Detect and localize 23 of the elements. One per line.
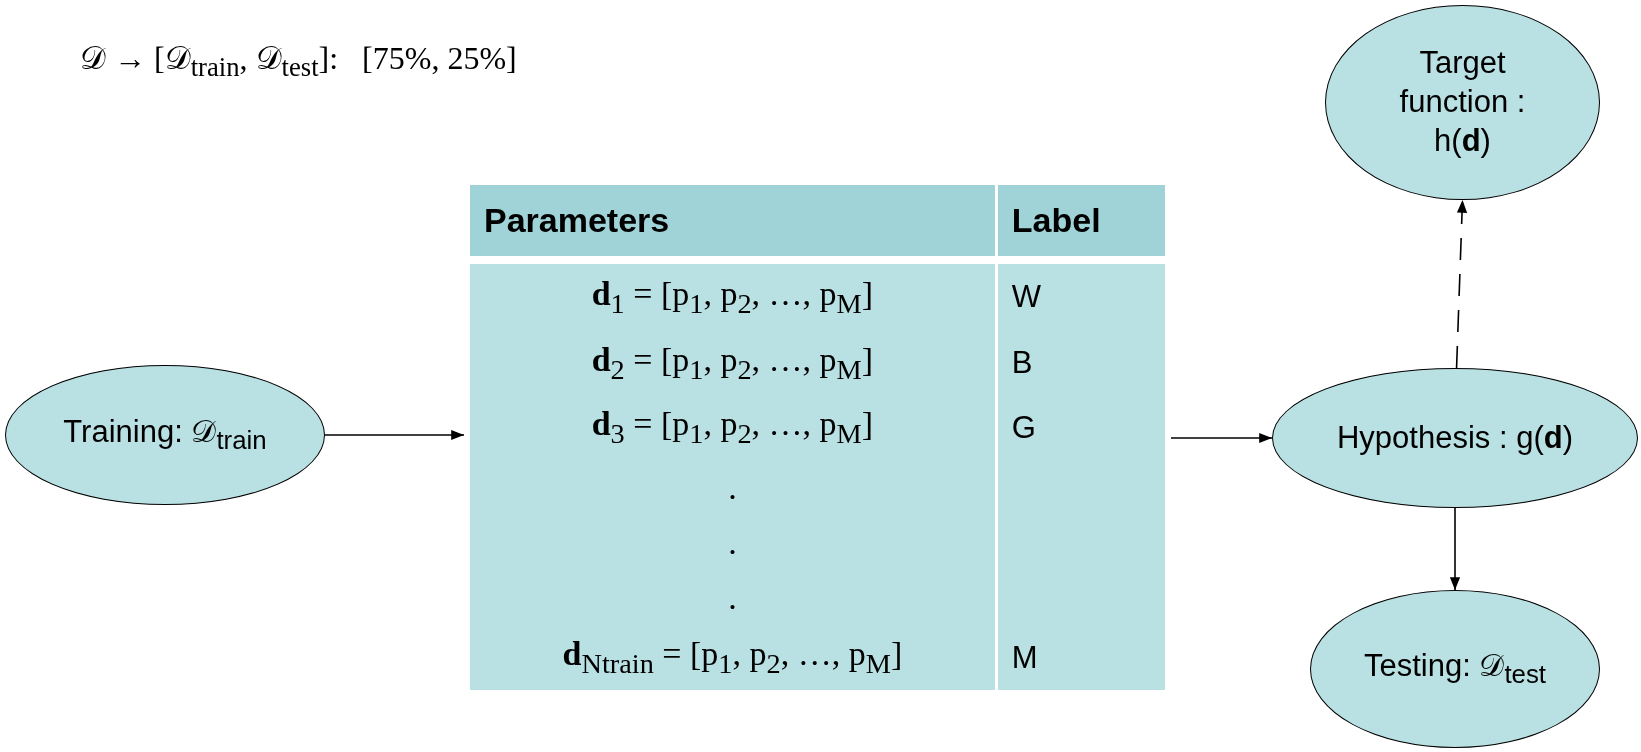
table-cell: . — [470, 515, 997, 571]
node-label: Training: 𝒟$_{train}$ — [63, 413, 267, 457]
column-header: Parameters — [470, 185, 997, 260]
table-cell: B — [996, 330, 1165, 396]
table-cell: W — [996, 260, 1165, 331]
node-label: Testing: 𝒟$_{test}$ — [1363, 647, 1547, 691]
node-label: Hypothesis : g(d) — [1337, 418, 1573, 457]
arrow — [1449, 507, 1461, 591]
node-label: Target function : h(d) — [1398, 44, 1527, 160]
table-cell: G — [996, 395, 1165, 461]
table-cell: M — [996, 625, 1165, 690]
data-table — [470, 185, 1165, 690]
table-cell: . — [470, 460, 997, 516]
table-cell: . — [470, 570, 997, 626]
table-cell: d$_{Ntrain}$ = [p$_{1}$, p$_{2}$, …, p$_{M}$] — [470, 625, 997, 690]
arrow — [1170, 432, 1273, 444]
arrow — [1455, 199, 1468, 369]
arrow — [324, 429, 465, 441]
column-header: Label — [996, 185, 1165, 260]
table-cell: d$_{2}$ = [p$_{1}$, p$_{2}$, …, p$_{M}$] — [470, 330, 997, 396]
table-cell: d$_{1}$ = [p$_{1}$, p$_{2}$, …, p$_{M}$] — [470, 260, 997, 331]
table-cell: d$_{3}$ = [p$_{1}$, p$_{2}$, …, p$_{M}$] — [470, 395, 997, 461]
title: 𝒟 → [𝒟$_{train}$, 𝒟$_{test}$]: [75%, 25%] — [80, 40, 517, 84]
